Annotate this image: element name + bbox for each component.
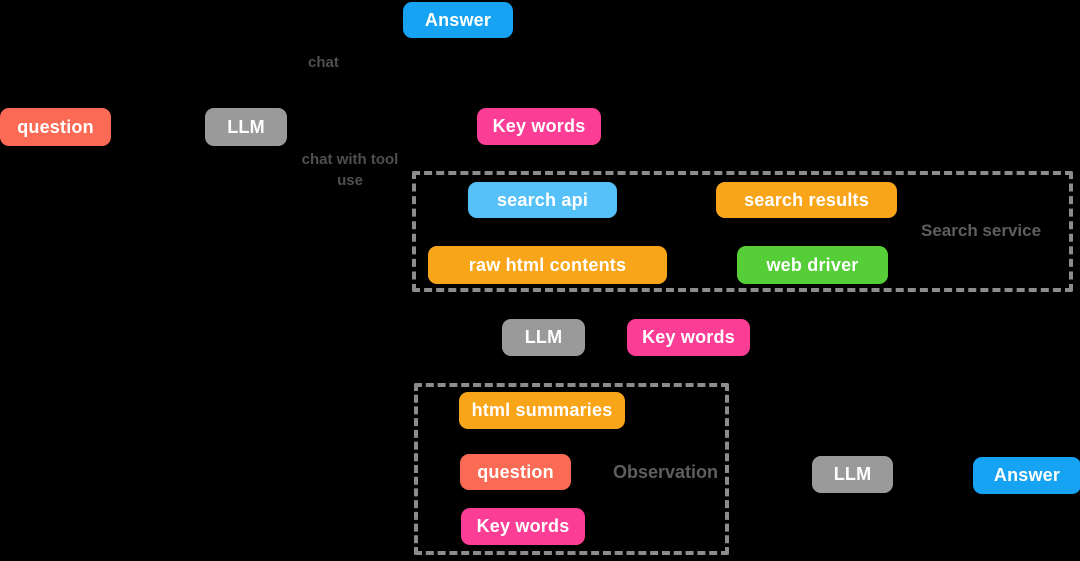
node-search-api: search api — [468, 182, 617, 218]
node-search-results: search results — [716, 182, 897, 218]
node-html-summaries: html summaries — [459, 392, 625, 429]
group-observation — [414, 383, 729, 555]
node-llm-1: LLM — [205, 108, 287, 146]
edge-label-chat-with-tool-use: chat with tool use — [301, 151, 399, 189]
node-question-2: question — [460, 454, 571, 490]
node-key-words-1: Key words — [477, 108, 601, 145]
edge-label-chat: chat — [308, 54, 339, 71]
group-search-service — [412, 171, 1073, 292]
node-answer-top: Answer — [403, 2, 513, 38]
node-key-words-3: Key words — [461, 508, 585, 545]
node-question-1: question — [0, 108, 111, 146]
group-label-observation: Observation — [613, 462, 719, 482]
node-llm-3: LLM — [812, 456, 893, 493]
node-raw-html-contents: raw html contents — [428, 246, 667, 284]
node-web-driver: web driver — [737, 246, 888, 284]
node-llm-2: LLM — [502, 319, 585, 356]
node-answer-bottom: Answer — [973, 457, 1080, 494]
node-key-words-2: Key words — [627, 319, 750, 356]
group-label-search-service: Search service — [921, 221, 1042, 240]
